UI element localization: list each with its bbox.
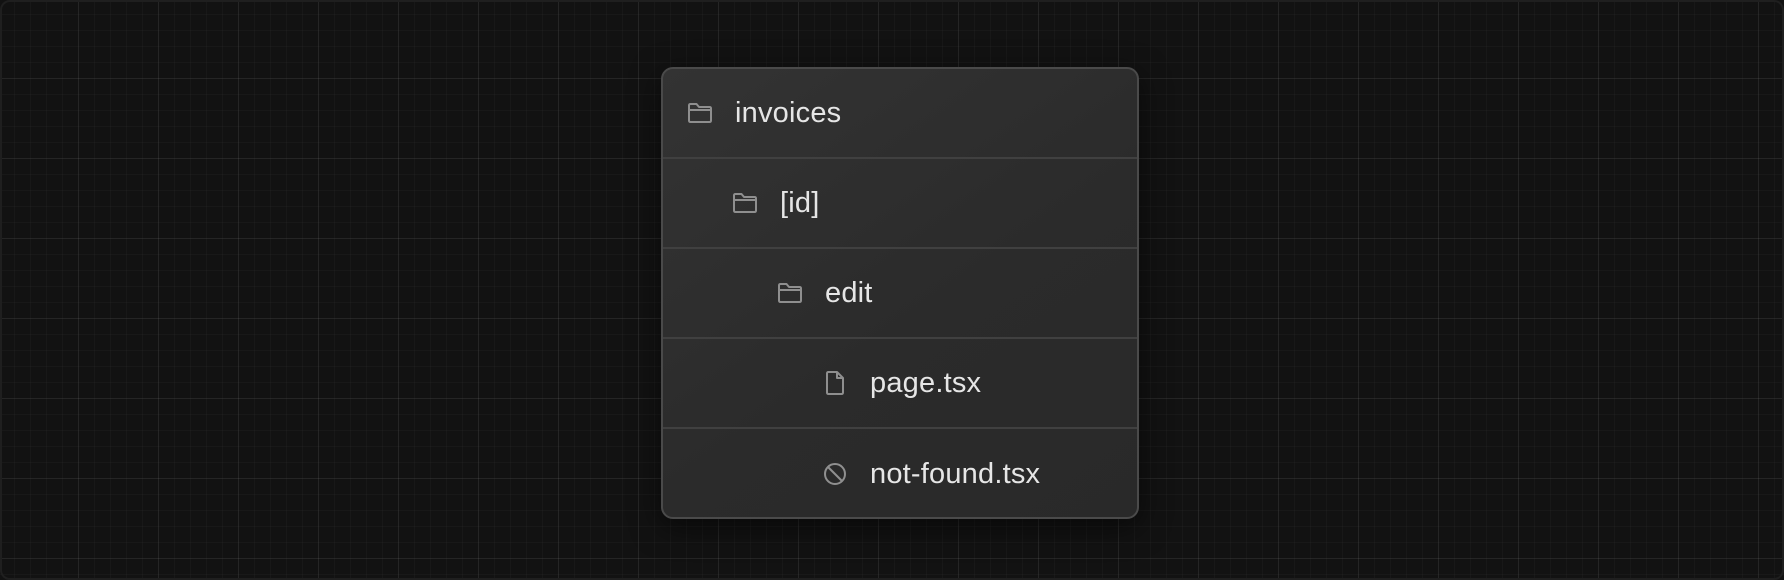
tree-row-id[interactable]: [id] xyxy=(663,159,1137,249)
tree-row-label: invoices xyxy=(735,96,842,129)
folder-icon xyxy=(777,280,803,306)
file-icon xyxy=(822,370,848,396)
tree-row-page-tsx[interactable]: page.tsx xyxy=(663,339,1137,429)
tree-row-label: not-found.tsx xyxy=(870,457,1041,490)
tree-row-edit[interactable]: edit xyxy=(663,249,1137,339)
tree-row-not-found-tsx[interactable]: not-found.tsx xyxy=(663,429,1137,517)
tree-row-label: edit xyxy=(825,276,873,309)
folder-icon xyxy=(687,100,713,126)
not-found-icon xyxy=(822,461,848,487)
file-tree-panel: invoices [id] edit xyxy=(661,67,1139,519)
tree-row-label: page.tsx xyxy=(870,366,982,399)
folder-icon xyxy=(732,190,758,216)
tree-row-invoices[interactable]: invoices xyxy=(663,69,1137,159)
tree-row-label: [id] xyxy=(780,186,820,219)
